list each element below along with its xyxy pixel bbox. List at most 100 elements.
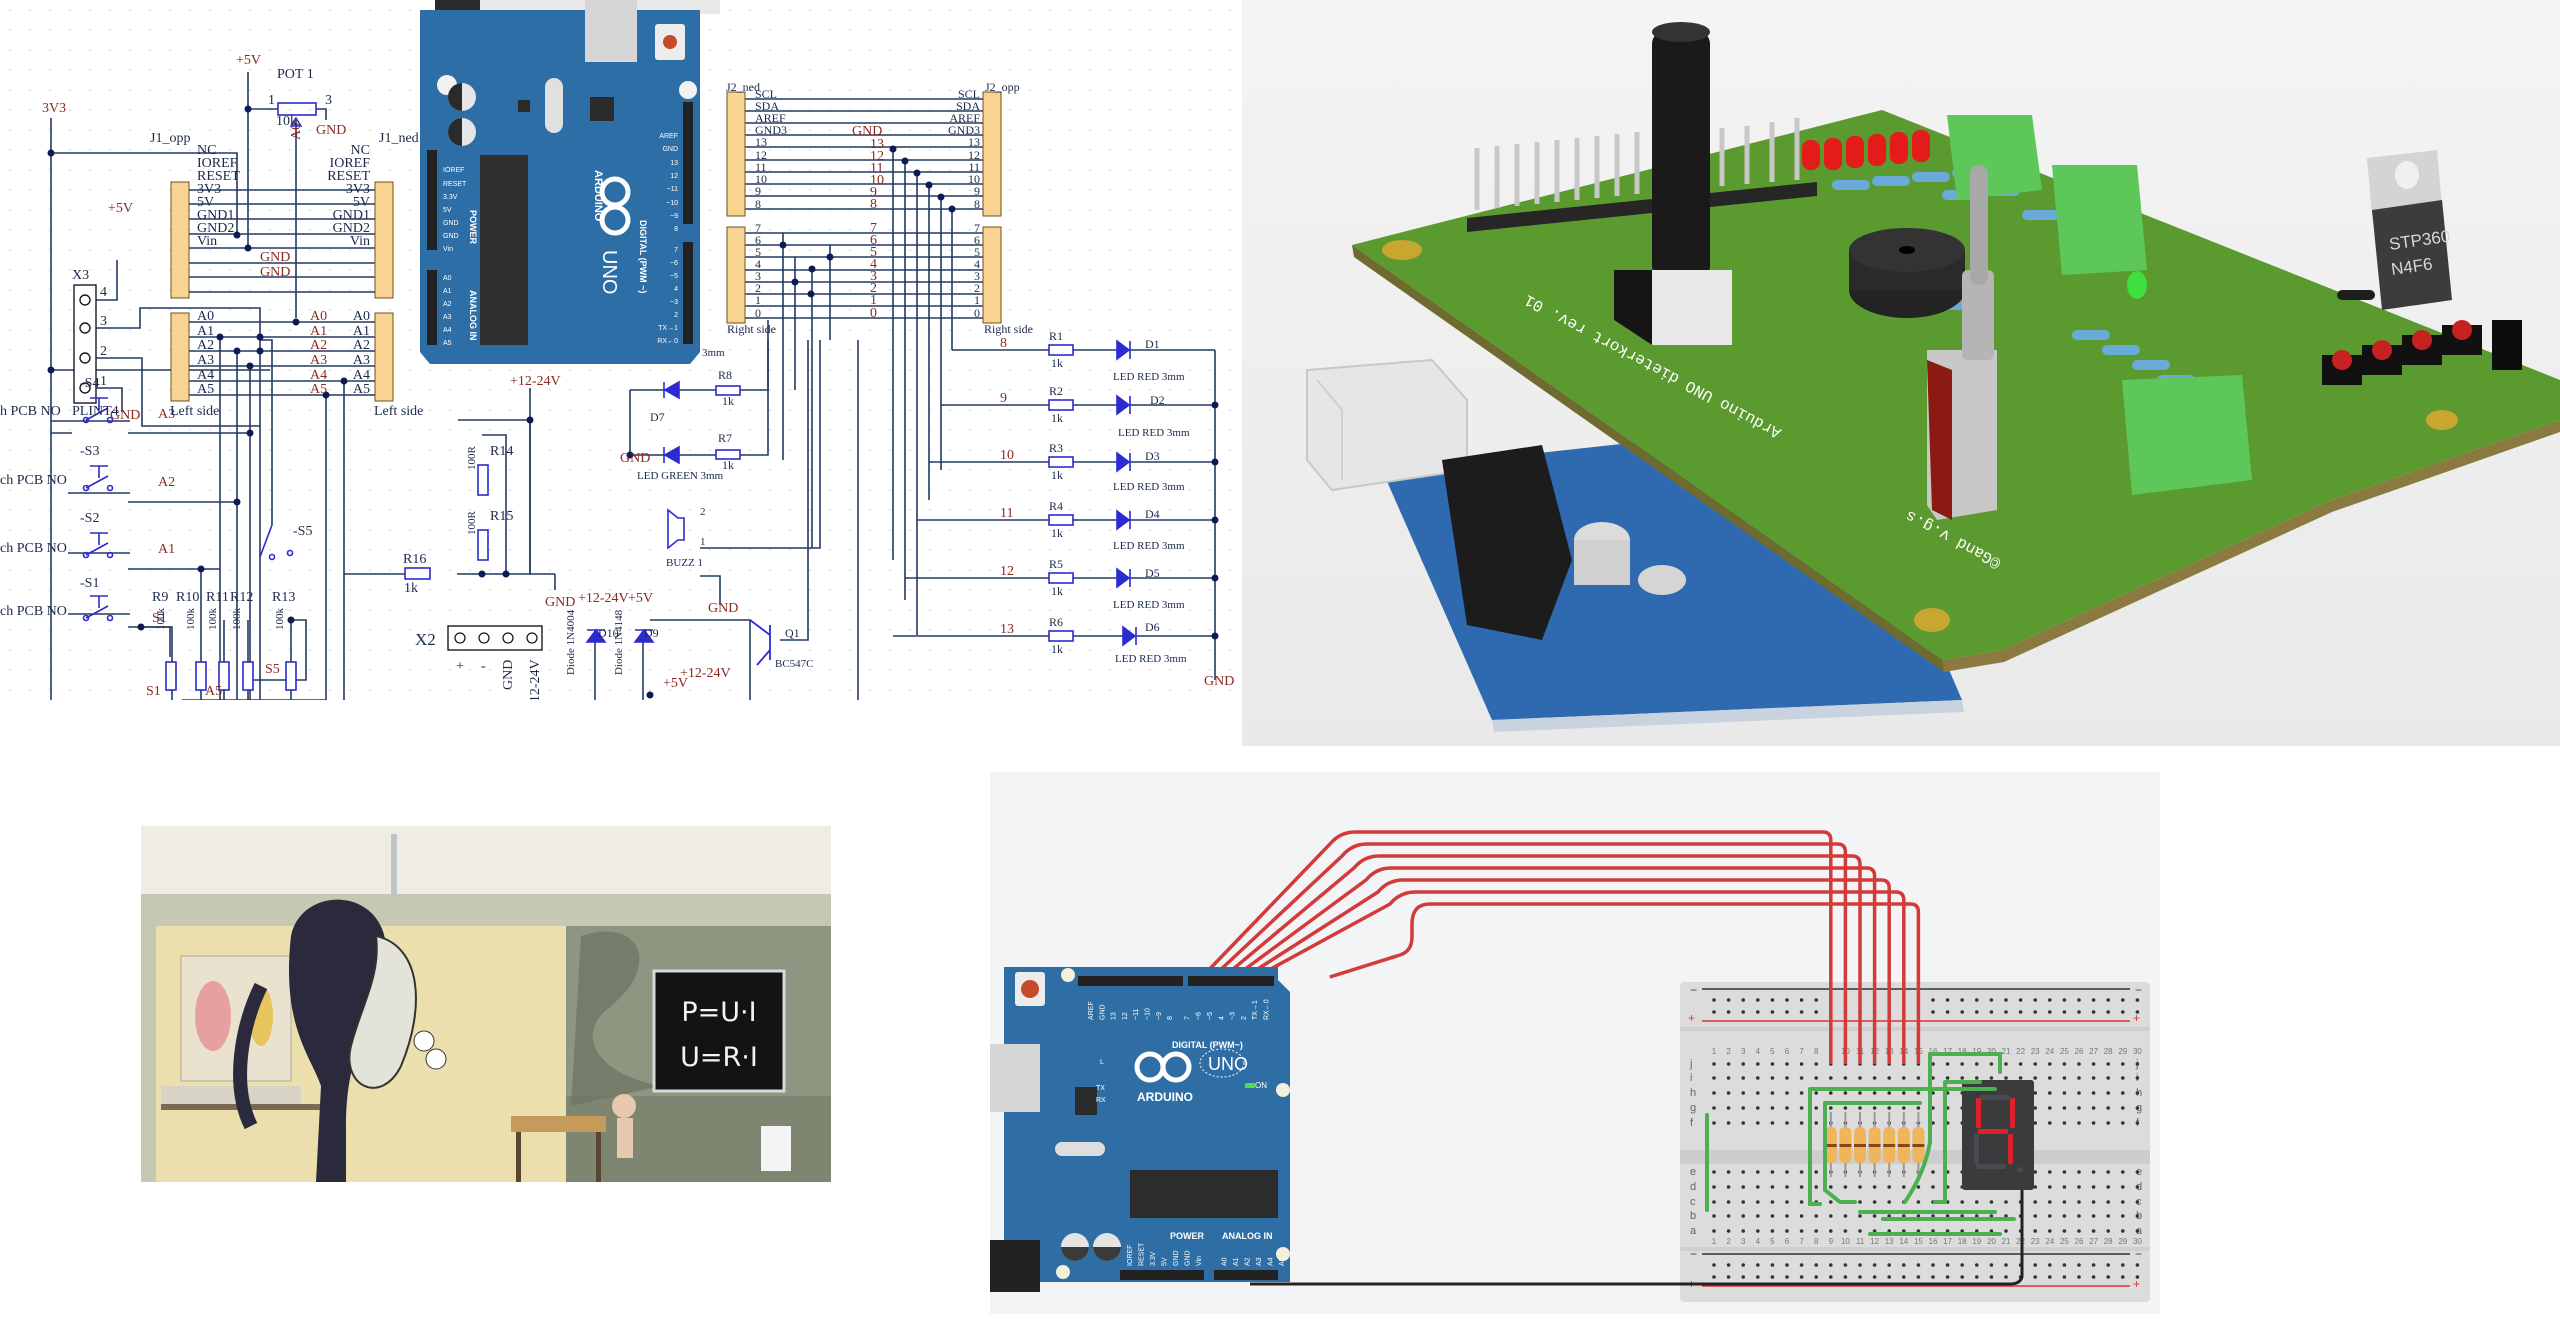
- breadboard-hole[interactable]: [1770, 1076, 1775, 1080]
- breadboard-hole[interactable]: [1741, 1229, 1745, 1233]
- breadboard-hole[interactable]: [1770, 1062, 1775, 1066]
- breadboard-hole[interactable]: [2048, 1106, 2052, 1110]
- breadboard-hole[interactable]: [1960, 1263, 1964, 1267]
- breadboard-hole[interactable]: [2091, 1010, 2096, 1014]
- breadboard-hole[interactable]: [1916, 1229, 1921, 1233]
- breadboard-hole[interactable]: [1770, 998, 1775, 1002]
- breadboard-hole[interactable]: [1712, 1275, 1716, 1279]
- breadboard-hole[interactable]: [1872, 1263, 1877, 1267]
- breadboard-hole[interactable]: [1814, 1214, 1818, 1218]
- breadboard-hole[interactable]: [1975, 1263, 1979, 1267]
- breadboard-hole[interactable]: [2121, 1106, 2125, 1110]
- breadboard-hole[interactable]: [1741, 1263, 1745, 1267]
- breadboard-hole[interactable]: [1975, 1010, 1979, 1014]
- breadboard-hole[interactable]: [2121, 1214, 2125, 1218]
- breadboard-hole[interactable]: [1712, 1185, 1716, 1189]
- breadboard-hole[interactable]: [2091, 1091, 2096, 1095]
- red-wire[interactable]: [1200, 830, 1833, 1064]
- breadboard-hole[interactable]: [2004, 998, 2008, 1002]
- breadboard-hole[interactable]: [1799, 1062, 1804, 1066]
- breadboard-hole[interactable]: [1989, 1275, 1994, 1279]
- breadboard-hole[interactable]: [2121, 1200, 2125, 1204]
- breadboard-hole[interactable]: [1741, 1200, 1745, 1204]
- red-wire[interactable]: [1233, 866, 1877, 1064]
- breadboard-hole[interactable]: [2106, 1121, 2110, 1125]
- breadboard-hole[interactable]: [1814, 1121, 1818, 1125]
- breadboard-hole[interactable]: [2033, 1229, 2037, 1233]
- breadboard-hole[interactable]: [1756, 1170, 1760, 1174]
- breadboard-hole[interactable]: [1872, 1185, 1877, 1189]
- breadboard-hole[interactable]: [1916, 1263, 1921, 1267]
- breadboard-hole[interactable]: [1712, 1263, 1716, 1267]
- breadboard-hole[interactable]: [1829, 1106, 1833, 1110]
- breadboard-hole[interactable]: [1989, 1010, 1994, 1014]
- breadboard-hole[interactable]: [1945, 1214, 1950, 1218]
- breadboard-hole[interactable]: [1712, 1010, 1716, 1014]
- breadboard-hole[interactable]: [1741, 1214, 1745, 1218]
- breadboard-hole[interactable]: [1902, 1229, 1906, 1233]
- breadboard-hole[interactable]: [2091, 1229, 2096, 1233]
- breadboard-hole[interactable]: [1960, 1200, 1964, 1204]
- red-wire[interactable]: [1244, 878, 1891, 1064]
- breadboard-hole[interactable]: [2106, 1062, 2110, 1066]
- breadboard-hole[interactable]: [1945, 1076, 1950, 1080]
- breadboard-hole[interactable]: [1814, 1010, 1818, 1014]
- breadboard-hole[interactable]: [2121, 1091, 2125, 1095]
- breadboard-hole[interactable]: [1726, 1106, 1731, 1110]
- breadboard-hole[interactable]: [2033, 1275, 2037, 1279]
- breadboard-hole[interactable]: [1858, 1185, 1862, 1189]
- breadboard-hole[interactable]: [2121, 1263, 2125, 1267]
- breadboard-hole[interactable]: [1829, 1214, 1833, 1218]
- breadboard-hole[interactable]: [1872, 1076, 1877, 1080]
- breadboard-hole[interactable]: [1887, 1076, 1891, 1080]
- breadboard-hole[interactable]: [2077, 1200, 2081, 1204]
- breadboard-hole[interactable]: [1785, 1010, 1789, 1014]
- breadboard-hole[interactable]: [1931, 1229, 1935, 1233]
- breadboard-hole[interactable]: [1989, 1214, 1994, 1218]
- breadboard-hole[interactable]: [1872, 1229, 1877, 1233]
- breadboard-hole[interactable]: [2062, 1106, 2067, 1110]
- breadboard-hole[interactable]: [1799, 1091, 1804, 1095]
- breadboard-hole[interactable]: [1756, 1062, 1760, 1066]
- breadboard-hole[interactable]: [1726, 1214, 1731, 1218]
- breadboard-hole[interactable]: [2033, 1076, 2037, 1080]
- breadboard-hole[interactable]: [1741, 1010, 1745, 1014]
- breadboard-hole[interactable]: [2135, 1010, 2140, 1014]
- breadboard-hole[interactable]: [1785, 1091, 1789, 1095]
- breadboard-hole[interactable]: [2106, 998, 2110, 1002]
- breadboard-hole[interactable]: [2135, 1121, 2140, 1125]
- breadboard-hole[interactable]: [1741, 1062, 1745, 1066]
- breadboard-hole[interactable]: [2018, 1076, 2023, 1080]
- breadboard-hole[interactable]: [1945, 1062, 1950, 1066]
- breadboard-hole[interactable]: [1902, 1185, 1906, 1189]
- breadboard-hole[interactable]: [2121, 1121, 2125, 1125]
- breadboard-hole[interactable]: [1829, 1185, 1833, 1189]
- breadboard-hole[interactable]: [1829, 1076, 1833, 1080]
- breadboard-hole[interactable]: [2062, 1214, 2067, 1218]
- breadboard-hole[interactable]: [1945, 1275, 1950, 1279]
- breadboard-hole[interactable]: [1785, 1229, 1789, 1233]
- breadboard-hole[interactable]: [1814, 1263, 1818, 1267]
- breadboard-hole[interactable]: [1770, 1010, 1775, 1014]
- breadboard-hole[interactable]: [1770, 1091, 1775, 1095]
- breadboard-hole[interactable]: [2091, 1076, 2096, 1080]
- breadboard-hole[interactable]: [1726, 1275, 1731, 1279]
- breadboard-hole[interactable]: [1902, 1214, 1906, 1218]
- breadboard-hole[interactable]: [1712, 1200, 1716, 1204]
- breadboard-hole[interactable]: [1887, 1275, 1891, 1279]
- red-wire[interactable]: [1222, 854, 1862, 1064]
- breadboard-hole[interactable]: [1931, 1170, 1935, 1174]
- breadboard-hole[interactable]: [1989, 1263, 1994, 1267]
- breadboard-hole[interactable]: [2106, 1263, 2110, 1267]
- breadboard-hole[interactable]: [2077, 1106, 2081, 1110]
- breadboard-hole[interactable]: [1726, 1200, 1731, 1204]
- red-wire[interactable]: [1255, 890, 1906, 1064]
- breadboard-hole[interactable]: [2135, 1229, 2140, 1233]
- breadboard-hole[interactable]: [2106, 1275, 2110, 1279]
- breadboard-hole[interactable]: [1726, 1121, 1731, 1125]
- breadboard-hole[interactable]: [2077, 998, 2081, 1002]
- breadboard-hole[interactable]: [1770, 1214, 1775, 1218]
- breadboard-hole[interactable]: [1770, 1121, 1775, 1125]
- breadboard-hole[interactable]: [1814, 1076, 1818, 1080]
- breadboard-hole[interactable]: [1872, 1091, 1877, 1095]
